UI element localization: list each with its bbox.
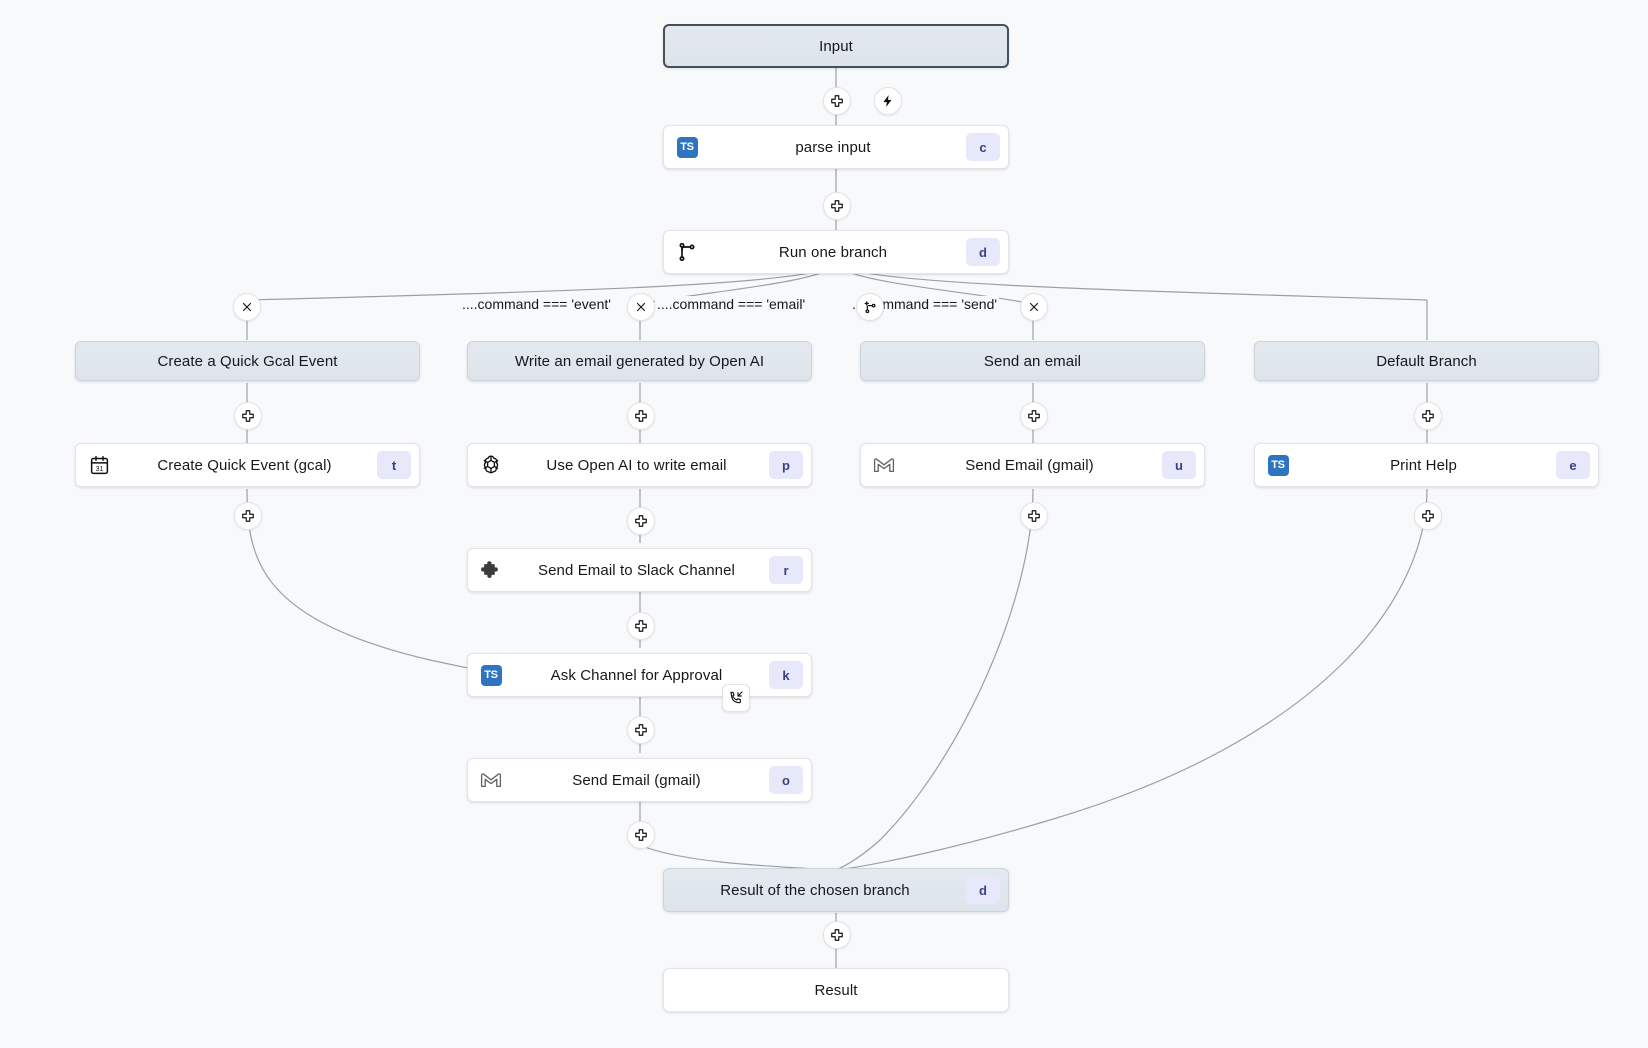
gmail-icon: [871, 452, 897, 478]
shortcut-badge[interactable]: k: [769, 661, 803, 689]
node-label: Run one branch: [778, 243, 888, 261]
node-send-email-slack[interactable]: Send Email to Slack Channel r: [467, 548, 812, 592]
add-step-button-after-slack[interactable]: [627, 612, 655, 640]
branch-icon: [674, 239, 700, 265]
add-step-button-after-gmail-o[interactable]: [627, 821, 655, 849]
add-step-button-after-print-help[interactable]: [1414, 502, 1442, 530]
shortcut-badge[interactable]: d: [966, 876, 1000, 904]
branch-head-default[interactable]: Default Branch: [1254, 341, 1599, 381]
node-result-of-chosen-branch[interactable]: Result of the chosen branch d: [663, 868, 1009, 912]
branch-head-write-email[interactable]: Write an email generated by Open AI: [467, 341, 812, 381]
openai-icon: [478, 452, 504, 478]
gmail-icon: [478, 767, 504, 793]
calendar-icon: 31: [86, 452, 112, 478]
suspend-callback-icon[interactable]: [722, 684, 750, 712]
add-step-button-after-gcal[interactable]: [234, 502, 262, 530]
shortcut-badge[interactable]: u: [1162, 451, 1196, 479]
plus-icon: [635, 829, 647, 841]
add-step-button-input[interactable]: [823, 87, 851, 115]
node-label: Result of the chosen branch: [720, 881, 910, 899]
node-run-one-branch[interactable]: Run one branch d: [663, 230, 1009, 274]
plus-icon: [635, 410, 647, 422]
node-label: Print Help: [1390, 456, 1457, 474]
add-step-button-after-gmail-u[interactable]: [1020, 502, 1048, 530]
typescript-icon: TS: [674, 134, 700, 160]
shortcut-badge[interactable]: d: [966, 238, 1000, 266]
node-label: Create a Quick Gcal Event: [157, 352, 338, 370]
add-step-button-after-branch-result[interactable]: [823, 921, 851, 949]
plus-icon: [831, 95, 843, 107]
lightning-icon: [883, 95, 892, 107]
node-label: Use Open AI to write email: [546, 456, 727, 474]
node-label: Result: [814, 981, 858, 999]
branch-head-send-email[interactable]: Send an email: [860, 341, 1205, 381]
plus-icon: [635, 724, 647, 736]
close-icon: [636, 302, 646, 312]
plus-icon: [242, 510, 254, 522]
node-result[interactable]: Result: [663, 968, 1009, 1012]
node-send-email-gmail-u[interactable]: Send Email (gmail) u: [860, 443, 1205, 487]
add-branch-button[interactable]: [856, 293, 884, 321]
node-label: Send Email (gmail): [965, 456, 1094, 474]
plus-icon: [1028, 510, 1040, 522]
node-use-openai[interactable]: Use Open AI to write email p: [467, 443, 812, 487]
node-parse-input[interactable]: TS parse input c: [663, 125, 1009, 169]
close-icon: [1029, 302, 1039, 312]
add-step-button-after-approval[interactable]: [627, 716, 655, 744]
node-send-email-gmail-o[interactable]: Send Email (gmail) o: [467, 758, 812, 802]
plus-icon: [1422, 410, 1434, 422]
shortcut-badge[interactable]: t: [377, 451, 411, 479]
branch-head-gcal[interactable]: Create a Quick Gcal Event: [75, 341, 420, 381]
add-step-button-send-branch[interactable]: [1020, 402, 1048, 430]
typescript-icon: TS: [1265, 452, 1291, 478]
shortcut-badge[interactable]: c: [966, 133, 1000, 161]
add-step-button-after-openai[interactable]: [627, 507, 655, 535]
plus-icon: [831, 929, 843, 941]
branch-condition-email: ....command === 'email': [655, 296, 808, 312]
plus-icon: [1028, 410, 1040, 422]
node-label: Default Branch: [1376, 352, 1477, 370]
node-label: Create Quick Event (gcal): [157, 456, 332, 474]
svg-text:31: 31: [95, 465, 103, 472]
node-label: Send an email: [983, 352, 1082, 370]
plus-icon: [242, 410, 254, 422]
node-input[interactable]: Input: [663, 24, 1009, 68]
trigger-button[interactable]: [874, 87, 902, 115]
node-label: parse input: [795, 138, 871, 156]
node-label: Send Email (gmail): [572, 771, 701, 789]
plus-icon: [1422, 510, 1434, 522]
node-label: Send Email to Slack Channel: [538, 561, 735, 579]
remove-branch-button-3[interactable]: [1020, 293, 1048, 321]
node-create-quick-event[interactable]: 31 Create Quick Event (gcal) t: [75, 443, 420, 487]
branch-plus-icon: [864, 300, 875, 313]
node-ask-channel-for-approval[interactable]: TS Ask Channel for Approval k: [467, 653, 812, 697]
node-label: Input: [819, 37, 853, 55]
shortcut-badge[interactable]: e: [1556, 451, 1590, 479]
add-step-button-parse-input[interactable]: [823, 192, 851, 220]
remove-branch-button-2[interactable]: [627, 293, 655, 321]
plus-icon: [831, 200, 843, 212]
typescript-icon: TS: [478, 662, 504, 688]
add-step-button-email-branch[interactable]: [627, 402, 655, 430]
branch-condition-event: ....command === 'event': [460, 296, 613, 312]
shortcut-badge[interactable]: p: [769, 451, 803, 479]
plus-icon: [635, 620, 647, 632]
node-label: Write an email generated by Open AI: [514, 352, 765, 370]
plus-icon: [635, 515, 647, 527]
shortcut-badge[interactable]: r: [769, 556, 803, 584]
close-icon: [242, 302, 252, 312]
remove-branch-button-1[interactable]: [233, 293, 261, 321]
add-step-button-default-branch[interactable]: [1414, 402, 1442, 430]
puzzle-icon: [478, 557, 504, 583]
add-step-button-gcal-branch[interactable]: [234, 402, 262, 430]
node-print-help[interactable]: TS Print Help e: [1254, 443, 1599, 487]
node-label: Ask Channel for Approval: [550, 666, 723, 684]
shortcut-badge[interactable]: o: [769, 766, 803, 794]
